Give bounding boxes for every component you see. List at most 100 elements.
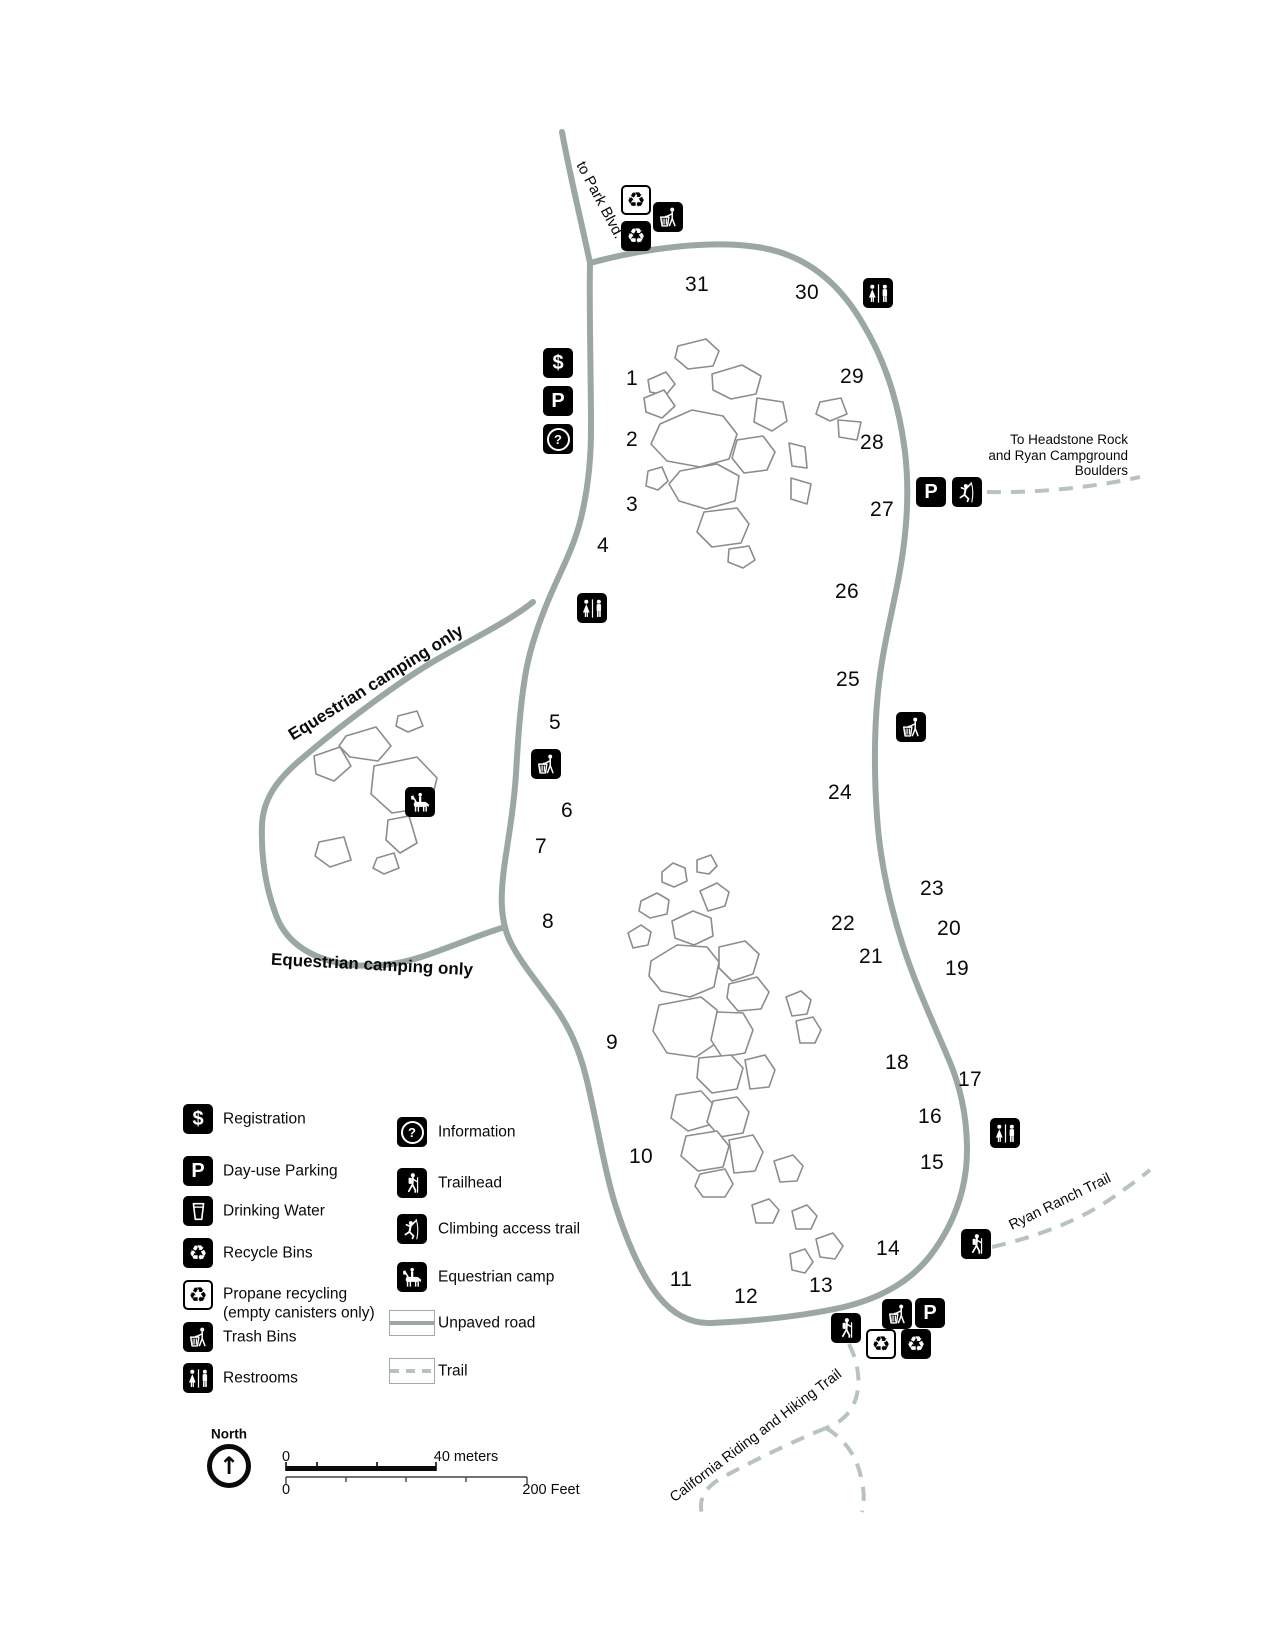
unpaved-road-line <box>390 1321 434 1325</box>
trailhead-glyph <box>963 1231 990 1258</box>
site-number-24: 24 <box>828 781 852 804</box>
climbing-access-icon <box>397 1214 427 1244</box>
legend-label-equestrian-camp: Equestrian camp <box>438 1268 555 1286</box>
trash-glyph <box>898 714 925 741</box>
site-number-18: 18 <box>885 1051 909 1074</box>
restrooms-icon <box>990 1118 1020 1148</box>
recycle-bins-icon: ♻ <box>621 221 651 251</box>
scale-meters-label: 40 meters <box>433 1449 499 1465</box>
rock-cluster-top <box>643 338 862 569</box>
site-number-23: 23 <box>920 877 944 900</box>
site-number-15: 15 <box>920 1151 944 1174</box>
site-number-12: 12 <box>734 1285 758 1308</box>
trash-bins-icon <box>183 1322 213 1352</box>
restrooms-icon <box>577 593 607 623</box>
trail-dashed-line <box>390 1369 434 1373</box>
water-glyph <box>185 1198 212 1225</box>
recycle-glyph: ♻ <box>871 1331 891 1356</box>
equestrian-camp-icon <box>397 1262 427 1292</box>
headstone-note-line2: and Ryan Campground <box>988 447 1128 463</box>
headstone-note-line1: To Headstone Rock <box>1010 432 1128 447</box>
equestrian-camp-icon <box>405 787 435 817</box>
site-number-3: 3 <box>626 493 638 516</box>
parking-icon: P <box>915 1298 945 1328</box>
p-glyph: P <box>924 481 938 503</box>
site-number-20: 20 <box>937 917 961 940</box>
site-number-19: 19 <box>945 957 969 980</box>
site-number-29: 29 <box>840 365 864 388</box>
legend-label-trash-bins: Trash Bins <box>223 1328 297 1346</box>
legend-label-drinking-water: Drinking Water <box>223 1202 325 1220</box>
recycle-glyph: ♻ <box>188 1240 208 1265</box>
legend-label-propane-recycling: Propane recycling(empty canisters only) <box>223 1285 375 1322</box>
propane-recycling-icon: ♻ <box>866 1329 896 1359</box>
site-number-26: 26 <box>835 580 859 603</box>
site-number-17: 17 <box>958 1068 982 1091</box>
site-number-6: 6 <box>561 799 573 822</box>
site-number-11: 11 <box>669 1268 693 1291</box>
p-glyph: P <box>191 1160 205 1182</box>
legend-label-recycle-bins: Recycle Bins <box>223 1244 313 1262</box>
restrooms-icon <box>183 1363 213 1393</box>
registration-icon: $ <box>543 348 573 378</box>
scale-bar-graphics <box>285 1462 528 1484</box>
parking-icon: P <box>183 1156 213 1186</box>
site-number-25: 25 <box>836 668 860 691</box>
trash-bins-icon <box>653 202 683 232</box>
dollar-glyph: $ <box>192 1108 204 1130</box>
legend-label-restrooms: Restrooms <box>223 1369 298 1387</box>
site-number-7: 7 <box>535 835 547 858</box>
legend-label-day-use-parking: Day-use Parking <box>223 1162 338 1180</box>
site-number-8: 8 <box>542 910 554 933</box>
parking-icon: P <box>543 386 573 416</box>
trailhead-icon <box>961 1229 991 1259</box>
site-number-30: 30 <box>795 281 819 304</box>
scale-feet-zero: 0 <box>281 1482 291 1498</box>
climbing-access-icon <box>952 477 982 507</box>
site-number-22: 22 <box>831 912 855 935</box>
north-arrow: ↑ <box>207 1444 251 1488</box>
climbing-glyph <box>399 1216 426 1243</box>
legend-label-registration: Registration <box>223 1110 306 1128</box>
legend-label-unpaved-road: Unpaved road <box>438 1314 536 1332</box>
trailhead-icon <box>831 1313 861 1343</box>
trash-glyph <box>185 1324 212 1351</box>
rock-cluster-south <box>627 854 844 1274</box>
question-glyph: ? <box>400 1120 424 1144</box>
recycle-glyph: ♻ <box>906 1331 926 1356</box>
unpaved-road-swatch <box>389 1310 435 1336</box>
p-glyph: P <box>923 1302 937 1324</box>
climbing-glyph <box>954 479 981 506</box>
site-number-21: 21 <box>859 945 883 968</box>
site-number-16: 16 <box>918 1105 942 1128</box>
headstone-trail <box>986 475 1141 495</box>
equestrian-loop-road <box>258 599 536 969</box>
information-icon: ? <box>397 1117 427 1147</box>
p-glyph: P <box>551 390 565 412</box>
restroom-glyph <box>579 595 606 622</box>
headstone-note-line3: Boulders <box>1074 463 1128 478</box>
restroom-glyph <box>865 280 892 307</box>
california-trail-stem <box>825 1343 861 1430</box>
recycle-glyph: ♻ <box>626 223 646 248</box>
site-number-4: 4 <box>597 534 609 557</box>
drinking-water-icon <box>183 1196 213 1226</box>
site-number-28: 28 <box>860 431 884 454</box>
legend-label-climbing-access-trail: Climbing access trail <box>438 1220 581 1238</box>
north-label: North <box>211 1426 247 1442</box>
california-trail-east <box>824 1426 866 1513</box>
recycle-bins-icon: ♻ <box>901 1329 931 1359</box>
parking-icon: P <box>916 477 946 507</box>
site-number-10: 10 <box>629 1145 653 1168</box>
california-trail-west <box>699 1426 827 1514</box>
question-glyph: ? <box>546 427 570 451</box>
site-number-31: 31 <box>685 273 709 296</box>
site-number-5: 5 <box>549 711 561 734</box>
north-arrow-icon: ↑ <box>218 1452 240 1480</box>
recycle-glyph: ♻ <box>188 1282 208 1307</box>
legend-label-information: Information <box>438 1123 516 1141</box>
legend-label-trailhead: Trailhead <box>438 1174 503 1192</box>
trailhead-glyph <box>833 1315 860 1342</box>
